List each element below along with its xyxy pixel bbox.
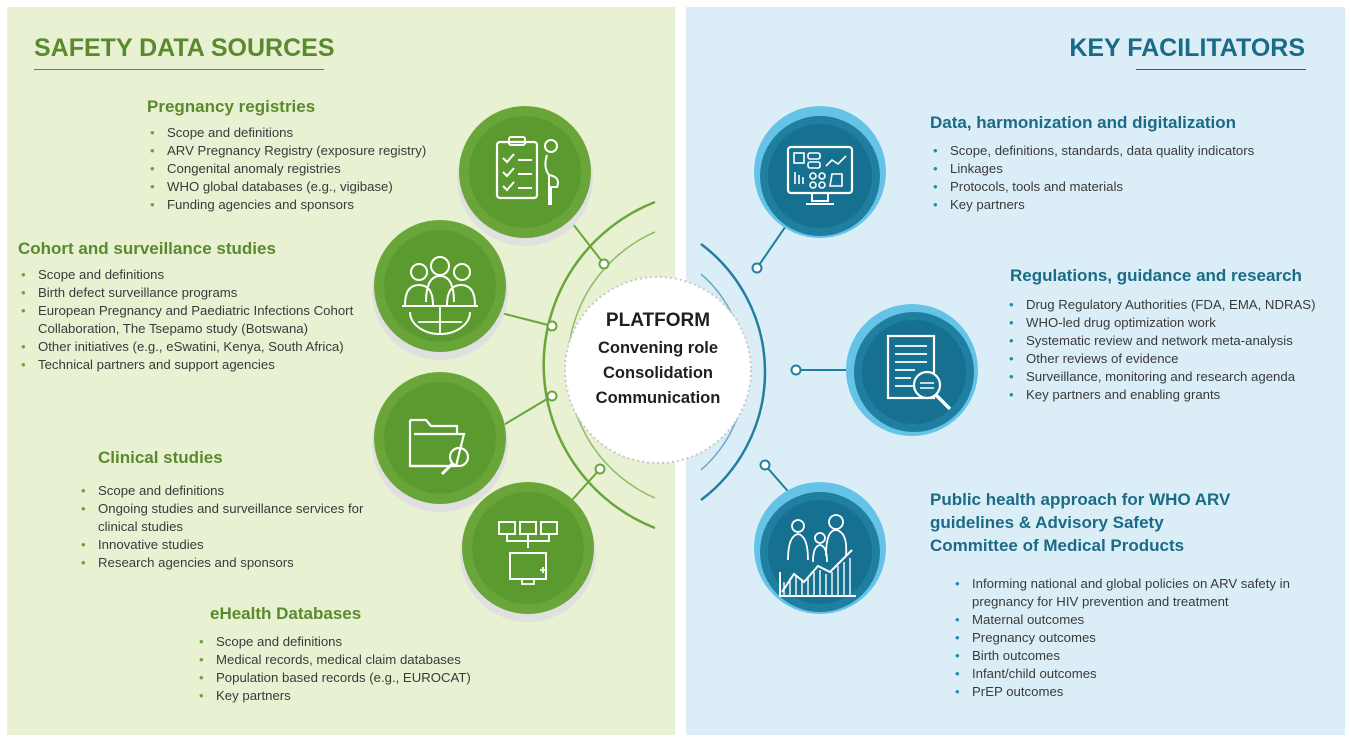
- list-item: Scope and definitions: [196, 633, 526, 651]
- list-item: Key partners and enabling grants: [1006, 386, 1316, 404]
- list-item: Birth defect surveillance programs: [18, 284, 363, 302]
- list-item: Scope and definitions: [147, 124, 477, 142]
- public-health-block: Public health approach for WHO ARV guide…: [930, 488, 1330, 701]
- list-item: Informing national and global policies o…: [952, 575, 1302, 611]
- dashboard-monitor-icon: [754, 106, 886, 238]
- list-item: Scope, definitions, standards, data qual…: [930, 142, 1330, 160]
- list-item: Maternal outcomes: [952, 611, 1302, 629]
- document-search-icon: [846, 304, 978, 436]
- clinical-studies-block: Clinical studies Scope and definitions O…: [78, 447, 378, 572]
- pregnancy-registries-title: Pregnancy registries: [147, 97, 316, 116]
- data-harmonization-title: Data, harmonization and digitalization: [930, 113, 1237, 132]
- list-item: WHO-led drug optimization work: [1006, 314, 1316, 332]
- network-monitor-icon: [460, 482, 596, 622]
- right-title-underline: [1136, 69, 1306, 70]
- list-item: Drug Regulatory Authorities (FDA, EMA, N…: [1006, 296, 1316, 314]
- list-item: PrEP outcomes: [952, 683, 1302, 701]
- list-item: Scope and definitions: [78, 482, 378, 500]
- list-item: Scope and definitions: [18, 266, 363, 284]
- platform-line-communication: Communication: [595, 389, 721, 407]
- platform-line-consolidation: Consolidation: [603, 364, 713, 382]
- list-item: Key partners: [930, 196, 1330, 214]
- cohort-surveillance-title: Cohort and surveillance studies: [18, 239, 276, 258]
- family-chart-icon: [754, 482, 886, 614]
- data-harmonization-block: Data, harmonization and digitalization S…: [930, 112, 1330, 214]
- list-item: Birth outcomes: [952, 647, 1302, 665]
- list-item: Linkages: [930, 160, 1330, 178]
- list-item: Ongoing studies and surveillance service…: [78, 500, 378, 536]
- list-item: WHO global databases (e.g., vigibase): [147, 178, 477, 196]
- public-health-title: Public health approach for WHO ARV guide…: [930, 490, 1231, 555]
- pregnancy-checklist-icon: [457, 106, 593, 246]
- list-item: Key partners: [196, 687, 526, 705]
- list-item: Population based records (e.g., EUROCAT): [196, 669, 526, 687]
- regulations-guidance-title: Regulations, guidance and research: [1010, 266, 1302, 285]
- list-item: ARV Pregnancy Registry (exposure registr…: [147, 142, 477, 160]
- list-item: Funding agencies and sponsors: [147, 196, 477, 214]
- safety-data-sources-title: SAFETY DATA SOURCES: [34, 34, 335, 62]
- platform-line-convening: Convening role: [597, 339, 719, 357]
- list-item: Infant/child outcomes: [952, 665, 1302, 683]
- list-item: Other reviews of evidence: [1006, 350, 1316, 368]
- list-item: Congenital anomaly registries: [147, 160, 477, 178]
- left-title-underline: [34, 69, 324, 70]
- blue-arc: [700, 243, 767, 501]
- list-item: Systematic review and network meta-analy…: [1006, 332, 1316, 350]
- list-item: Surveillance, monitoring and research ag…: [1006, 368, 1316, 386]
- folder-search-icon: [372, 372, 508, 512]
- ehealth-databases-title: eHealth Databases: [210, 604, 362, 623]
- regulations-guidance-block: Regulations, guidance and research Drug …: [1006, 265, 1336, 404]
- platform-title: PLATFORM: [605, 310, 711, 331]
- list-item: Pregnancy outcomes: [952, 629, 1302, 647]
- list-item: Protocols, tools and materials: [930, 178, 1330, 196]
- list-item: Technical partners and support agencies: [18, 356, 363, 374]
- people-globe-icon: [372, 220, 508, 360]
- platform-circle: [564, 276, 752, 464]
- list-item: Research agencies and sponsors: [78, 554, 378, 572]
- list-item: Other initiatives (e.g., eSwatini, Kenya…: [18, 338, 363, 356]
- platform-label: PLATFORM Convening role Consolidation Co…: [568, 308, 748, 411]
- spoke-data: [756, 219, 791, 269]
- green-arc: [542, 200, 656, 530]
- list-item: European Pregnancy and Paediatric Infect…: [18, 302, 363, 338]
- cohort-surveillance-block: Cohort and surveillance studies Scope an…: [18, 238, 363, 374]
- clinical-studies-title: Clinical studies: [98, 448, 223, 467]
- ehealth-databases-block: eHealth Databases Scope and definitions …: [196, 603, 526, 705]
- pregnancy-registries-block: Pregnancy registries Scope and definitio…: [147, 96, 477, 214]
- key-facilitators-title: KEY FACILITATORS: [1069, 34, 1305, 62]
- list-item: Innovative studies: [78, 536, 378, 554]
- list-item: Medical records, medical claim databases: [196, 651, 526, 669]
